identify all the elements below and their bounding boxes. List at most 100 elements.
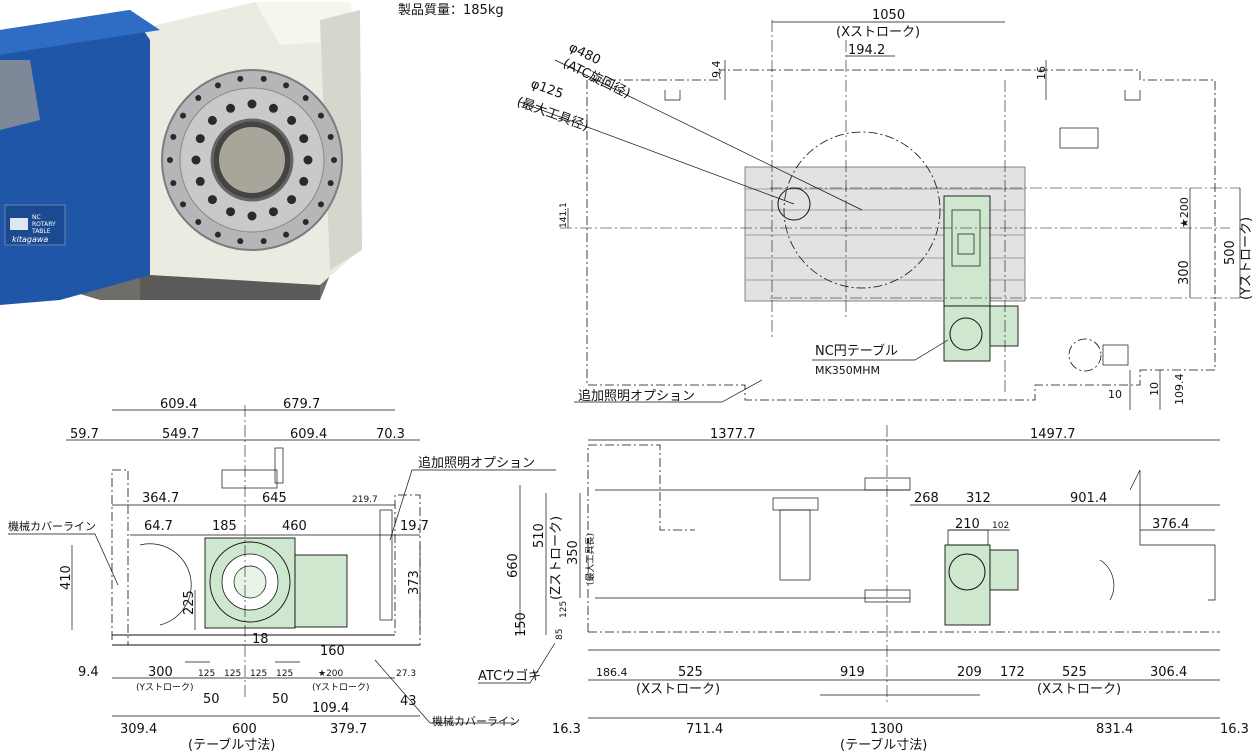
top-view bbox=[519, 20, 1241, 410]
dim-y-stroke-note: (Yストローク) bbox=[1239, 217, 1254, 300]
dim-125-side: 125 bbox=[559, 601, 569, 618]
badge-text-3: TABLE bbox=[31, 228, 51, 235]
label-nc-table: NC円テーブル bbox=[815, 343, 898, 359]
bolt-hole bbox=[287, 115, 297, 125]
bolt-hole bbox=[167, 157, 173, 163]
bolt-hole bbox=[303, 155, 313, 165]
bolt-hole bbox=[317, 201, 324, 208]
dim-125d: 125 bbox=[276, 669, 293, 679]
dim-phi125-note: (最大工具径) bbox=[515, 95, 591, 135]
badge-text-1: NC bbox=[32, 214, 41, 221]
dim-500: 500 bbox=[1223, 240, 1238, 265]
dim-85: 85 bbox=[555, 629, 565, 640]
dim-1377-7: 1377.7 bbox=[710, 427, 756, 442]
dim-209: 209 bbox=[957, 665, 982, 680]
dim-309-4: 309.4 bbox=[120, 722, 157, 737]
bolt-hole bbox=[302, 95, 309, 102]
bolt-hole bbox=[195, 95, 202, 102]
bolt-hole bbox=[299, 134, 309, 144]
bolt-hole bbox=[327, 180, 334, 187]
label-atc-move: ATCウゴキ bbox=[478, 668, 541, 684]
dim-64-7: 64.7 bbox=[144, 519, 173, 534]
dim-table-size-side: (テーブル寸法) bbox=[840, 737, 927, 751]
bolt-hole bbox=[214, 82, 221, 89]
dim-525a: 525 bbox=[678, 665, 703, 680]
side-view-labels: 1377.7 1497.7 268 312 901.4 210 102 376.… bbox=[478, 427, 1249, 751]
dim-194: 194.2 bbox=[848, 43, 885, 58]
dim-phi125: φ125 bbox=[529, 77, 566, 103]
dim-18: 18 bbox=[252, 632, 269, 647]
bolt-hole bbox=[268, 103, 278, 113]
dim-125c: 125 bbox=[250, 669, 267, 679]
dim-609-4a: 609.4 bbox=[160, 397, 197, 412]
label-nc-model: MK350MHM bbox=[815, 364, 880, 377]
dim-300: 300 bbox=[1177, 260, 1192, 285]
dim-y-stroke-small: (Yストローク) bbox=[136, 682, 194, 693]
dim-x-stroke-a: (Xストローク) bbox=[636, 682, 720, 697]
dim-300b: 300 bbox=[148, 665, 173, 680]
brand-logo: kitagawa bbox=[12, 235, 48, 244]
bolt-hole bbox=[191, 155, 201, 165]
dim-210: 210 bbox=[955, 517, 980, 532]
dim-376-4: 376.4 bbox=[1152, 517, 1189, 532]
dim-x-stroke-b: (Xストローク) bbox=[1037, 682, 1121, 697]
dim-186-4: 186.4 bbox=[596, 666, 628, 679]
label-cover-line-2: 機械カバーライン bbox=[432, 714, 520, 728]
dim-1497-7: 1497.7 bbox=[1030, 427, 1076, 442]
dim-9-4b: 9.4 bbox=[78, 665, 99, 680]
dim-16: 16 bbox=[1035, 66, 1048, 80]
bolt-hole bbox=[214, 231, 221, 238]
dim-y-stroke-small2: (Yストローク) bbox=[312, 682, 370, 693]
label-light-option-2: 追加照明オプション bbox=[418, 455, 535, 471]
bolt-hole bbox=[299, 176, 309, 186]
dim-141: 141.1 bbox=[559, 202, 569, 228]
dim-549-7: 549.7 bbox=[162, 427, 199, 442]
bolt-hole bbox=[247, 99, 257, 109]
dim-19-7: 19.7 bbox=[400, 519, 429, 534]
dim-27-3: 27.3 bbox=[396, 669, 416, 679]
dim-109-4: 109.4 bbox=[1173, 374, 1186, 406]
dim-660: 660 bbox=[506, 553, 521, 578]
bolt-hole bbox=[180, 112, 187, 119]
dim-373: 373 bbox=[407, 570, 422, 595]
dim-306-4: 306.4 bbox=[1150, 665, 1187, 680]
dim-219-7: 219.7 bbox=[352, 495, 378, 505]
dim-star-200: ★200 bbox=[1178, 197, 1191, 228]
dim-10a: 10 bbox=[1108, 388, 1122, 401]
bolt-hole bbox=[195, 218, 202, 225]
bolt-hole bbox=[302, 218, 309, 225]
dim-150: 150 bbox=[514, 612, 529, 637]
dim-x-stroke: 1050 bbox=[872, 8, 905, 23]
bolt-hole bbox=[268, 207, 278, 217]
dim-510: 510 bbox=[532, 523, 547, 548]
dim-star-200b: ★200 bbox=[318, 669, 344, 679]
dim-125a: 125 bbox=[198, 669, 215, 679]
front-view bbox=[8, 405, 556, 724]
dim-225: 225 bbox=[182, 590, 197, 615]
dim-16-3b: 16.3 bbox=[1220, 722, 1249, 737]
dim-525b: 525 bbox=[1062, 665, 1087, 680]
bolt-hole bbox=[207, 115, 217, 125]
label-light-option: 追加照明オプション bbox=[578, 388, 695, 404]
bolt-hole bbox=[283, 231, 290, 238]
dim-609-4b: 609.4 bbox=[290, 427, 327, 442]
top-view-labels: 1050 (Xストローク) 194.2 9.4 16 φ480 (ATC旋回径)… bbox=[515, 8, 1254, 405]
bolt-hole bbox=[180, 201, 187, 208]
bolt-hole bbox=[170, 180, 177, 187]
dim-831-4: 831.4 bbox=[1096, 722, 1133, 737]
bolt-hole bbox=[170, 133, 177, 140]
dim-460: 460 bbox=[282, 519, 307, 534]
dim-43: 43 bbox=[400, 694, 417, 709]
side-view bbox=[478, 425, 1220, 719]
dim-919: 919 bbox=[840, 665, 865, 680]
dim-379-7: 379.7 bbox=[330, 722, 367, 737]
bolt-hole bbox=[247, 211, 257, 221]
dim-160: 160 bbox=[320, 644, 345, 659]
dim-185: 185 bbox=[212, 519, 237, 534]
dim-410: 410 bbox=[59, 565, 74, 590]
dim-312: 312 bbox=[966, 491, 991, 506]
dim-59-7: 59.7 bbox=[70, 427, 99, 442]
dim-x-stroke-note: (Xストローク) bbox=[836, 25, 920, 40]
dim-max-tool-length: (最大工具長) bbox=[584, 533, 596, 585]
bolt-hole bbox=[207, 195, 217, 205]
